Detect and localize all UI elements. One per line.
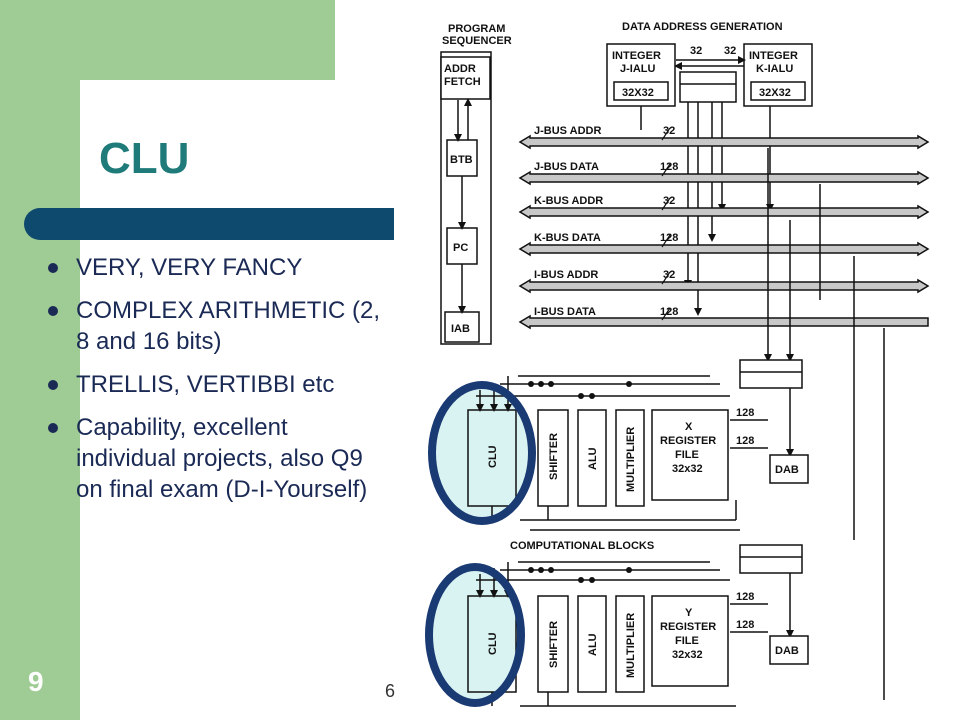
bus-arrow — [518, 204, 930, 220]
addr-fetch-label: FETCH — [444, 76, 481, 88]
bullet-item: COMPLEX ARITHMETIC (2, 8 and 16 bits) — [48, 295, 393, 357]
sequencer-title: PROGRAM — [448, 23, 505, 35]
bullet-dot-icon — [48, 306, 58, 316]
x-reg-label: X — [685, 421, 693, 433]
y-width: 128 — [736, 591, 754, 603]
bullet-dot-icon — [48, 263, 58, 273]
clu-y-label: CLU — [487, 632, 499, 655]
shifter-x-label: SHIFTER — [548, 433, 560, 480]
bus-width: 32 — [663, 269, 675, 281]
bullet-dot-icon — [48, 423, 58, 433]
y-reg-label: FILE — [675, 635, 699, 647]
x-width: 128 — [736, 435, 754, 447]
slide-number: 9 — [28, 666, 44, 697]
dag-title: DATA ADDRESS GENERATION — [622, 21, 783, 33]
clu-x-ring — [428, 381, 536, 525]
bullet-dot-icon — [48, 380, 58, 390]
j-ialu-size: 32X32 — [622, 87, 654, 99]
bus-label: J-BUS ADDR — [534, 125, 601, 137]
width-label: 32 — [724, 45, 736, 57]
y-width: 128 — [736, 619, 754, 631]
bus-width: 128 — [660, 161, 678, 173]
j-ialu-label: J-IALU — [620, 63, 656, 75]
x-width: 128 — [736, 407, 754, 419]
bus-arrow — [518, 241, 930, 257]
x-dab-label: DAB — [775, 464, 799, 476]
bus-width: 128 — [660, 232, 678, 244]
bullet-text: TRELLIS, VERTIBBI etc — [76, 371, 335, 398]
bus-width: 32 — [663, 125, 675, 137]
btb-label: BTB — [450, 154, 473, 166]
left-green-band — [0, 0, 80, 720]
alu-y-label: ALU — [587, 633, 599, 656]
bus-label: K-BUS DATA — [534, 232, 601, 244]
bus-arrow — [518, 278, 930, 294]
sequencer-title: SEQUENCER — [442, 35, 512, 47]
bus-width: 32 — [663, 195, 675, 207]
x-reg-label: FILE — [675, 449, 699, 461]
width-label: 32 — [690, 45, 702, 57]
bus-arrows — [518, 134, 930, 330]
k-ialu-label: INTEGER — [749, 50, 798, 62]
k-ialu-size: 32X32 — [759, 87, 791, 99]
clu-x-highlight — [432, 385, 532, 521]
title-underline-bar — [24, 208, 394, 240]
bus-label: I-BUS ADDR — [534, 269, 598, 281]
clu-x-label: CLU — [487, 445, 499, 468]
bus-arrow — [518, 170, 930, 186]
bus-label: I-BUS DATA — [534, 306, 596, 318]
computational-blocks-label: COMPUTATIONAL BLOCKS — [510, 540, 654, 552]
bullet-item: Capability, excellent individual project… — [48, 412, 393, 505]
bullet-text: Capability, excellent individual project… — [76, 414, 368, 503]
y-reg-label: Y — [685, 607, 693, 619]
bullet-item: VERY, VERY FANCY — [48, 252, 393, 283]
k-ialu-label: K-IALU — [756, 63, 793, 75]
bus-label: K-BUS ADDR — [534, 195, 603, 207]
processor-block-diagram: PROGRAM SEQUENCER ADDR FETCH BTB PC IAB … — [425, 21, 930, 707]
bus-width: 128 — [660, 306, 678, 318]
bullet-text: COMPLEX ARITHMETIC (2, 8 and 16 bits) — [76, 297, 381, 355]
x-reg-label: 32x32 — [672, 463, 703, 475]
content-corner — [80, 80, 220, 220]
multiplier-x-label: MULTIPLIER — [625, 427, 637, 492]
x-reg-label: REGISTER — [660, 435, 716, 447]
footer-page-number: 6 — [385, 681, 396, 701]
clu-y-ring — [425, 563, 525, 707]
y-reg-label: 32x32 — [672, 649, 703, 661]
bullet-text: VERY, VERY FANCY — [76, 254, 303, 281]
slide-title: CLU — [99, 134, 190, 183]
y-reg-label: REGISTER — [660, 621, 716, 633]
iab-label: IAB — [451, 323, 470, 335]
y-dab-label: DAB — [775, 645, 799, 657]
bullet-list: VERY, VERY FANCY COMPLEX ARITHMETIC (2, … — [48, 252, 393, 517]
shifter-y-label: SHIFTER — [548, 621, 560, 668]
multiplier-y-label: MULTIPLIER — [625, 613, 637, 678]
clu-y-highlight — [429, 567, 521, 703]
bullet-item: TRELLIS, VERTIBBI etc — [48, 369, 393, 400]
addr-fetch-label: ADDR — [444, 63, 476, 75]
alu-x-label: ALU — [587, 447, 599, 470]
bus-label: J-BUS DATA — [534, 161, 599, 173]
top-green-band — [0, 0, 335, 80]
bus-arrow — [518, 134, 930, 150]
j-ialu-label: INTEGER — [612, 50, 661, 62]
pc-label: PC — [453, 242, 468, 254]
bus-arrow — [518, 314, 929, 330]
